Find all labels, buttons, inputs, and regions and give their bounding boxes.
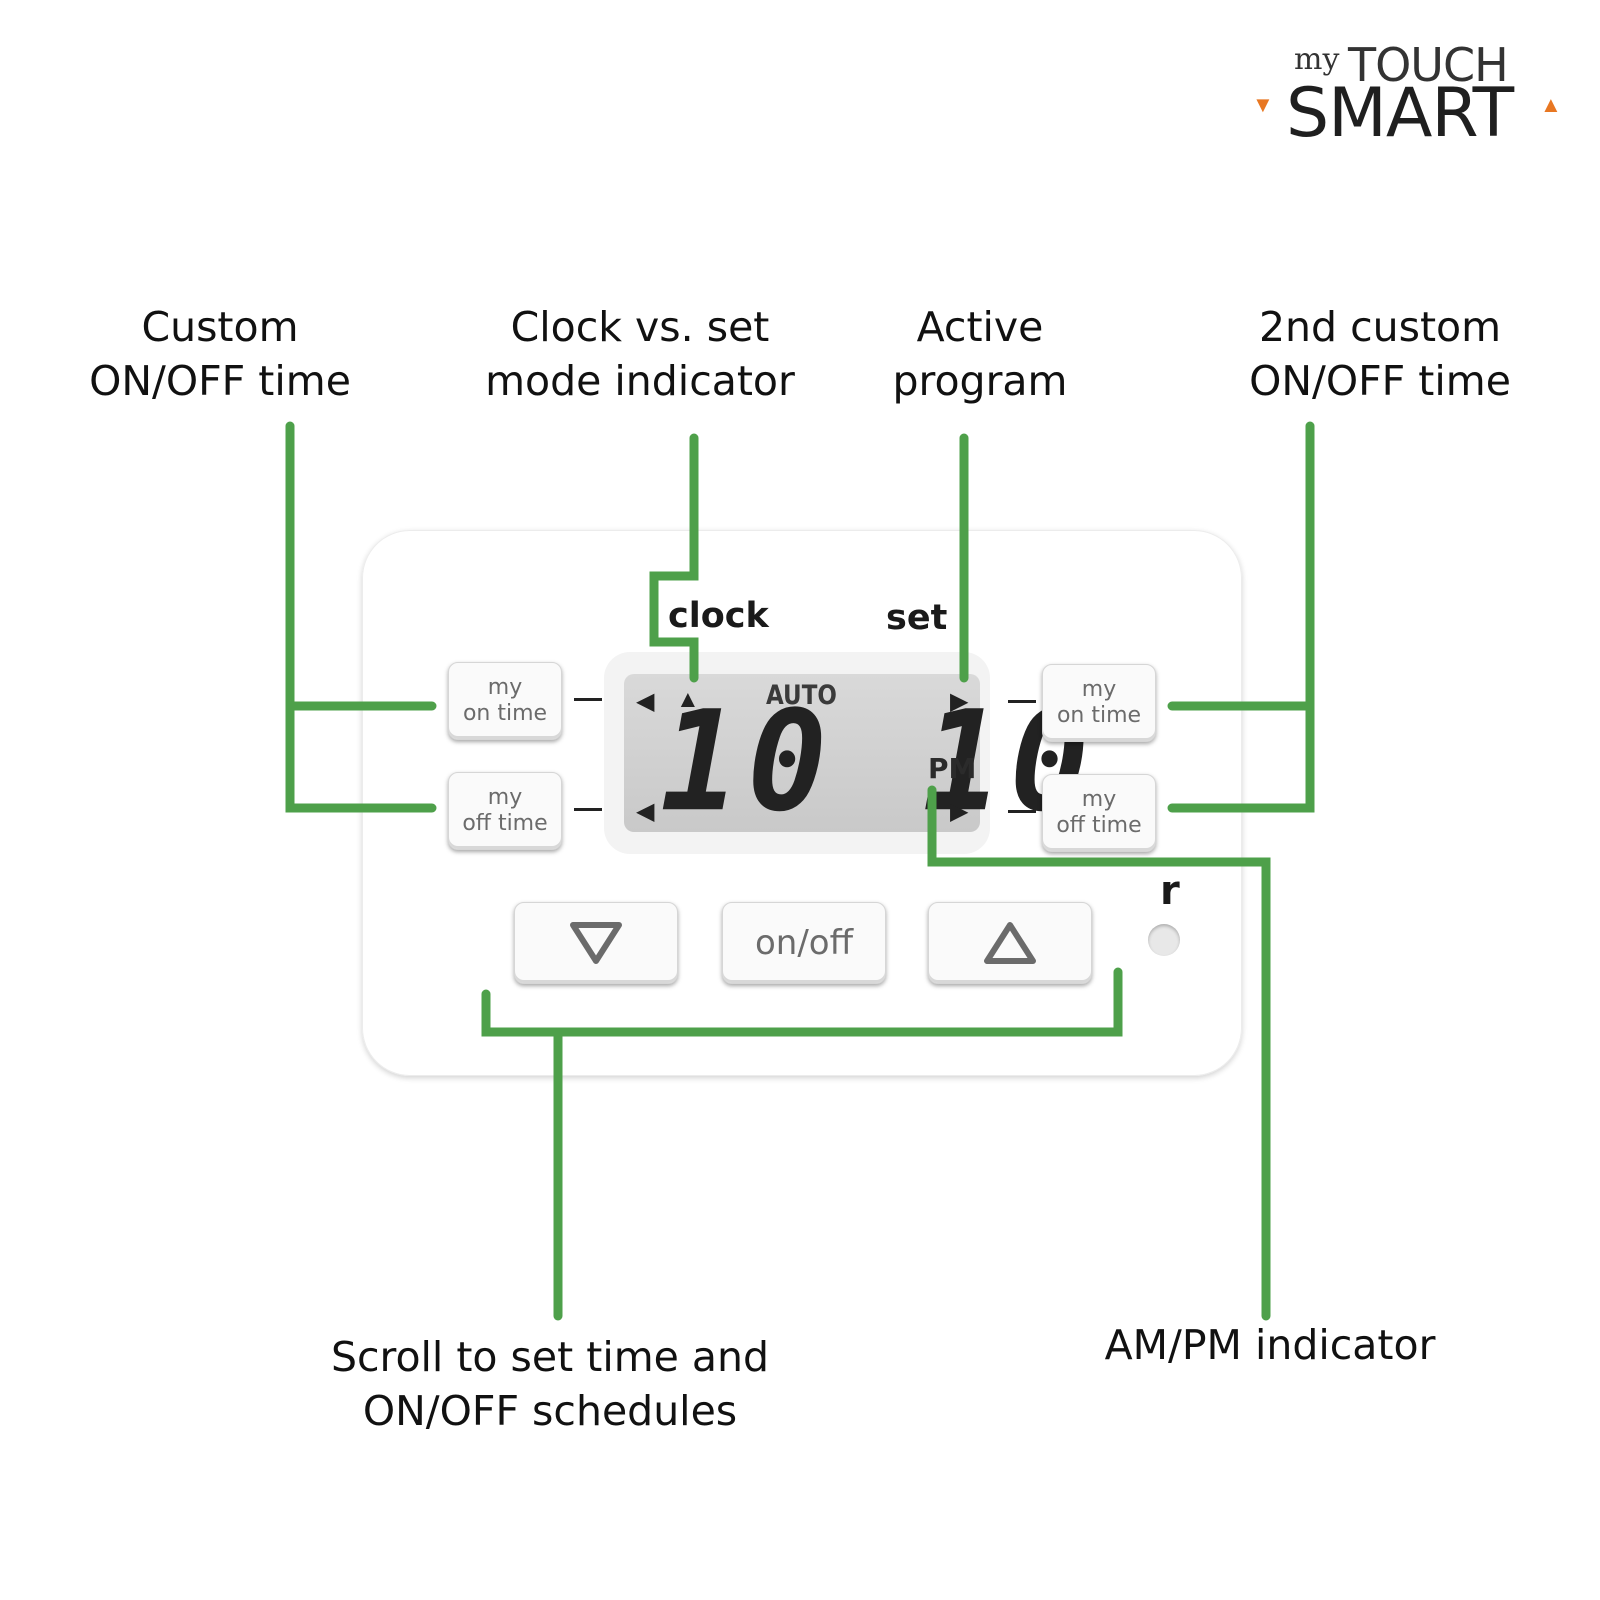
lcd-program-text: AUTO [766, 680, 837, 711]
logo-my-text: my [1294, 42, 1340, 77]
reset-label: r [1160, 868, 1180, 914]
button-label-line: my [487, 675, 523, 700]
lcd-bottom-right-arrow-icon: ▶ [950, 798, 969, 825]
callout-active-program: Active program [892, 303, 1068, 405]
button-label-line: my [1081, 677, 1117, 702]
mode-label-clock: clock [668, 596, 769, 636]
lcd-bottom-left-arrow-icon: ◀ [636, 798, 655, 825]
left-on-dash [574, 698, 602, 701]
on-off-button[interactable]: on/off [722, 902, 886, 984]
leader-ampm [927, 785, 1271, 1321]
mode-label-set: set [886, 598, 948, 638]
down-triangle-icon [570, 922, 622, 964]
right-my-on-time-button[interactable]: my on time [1042, 664, 1156, 742]
on-off-label: on/off [754, 923, 854, 963]
button-label-line: my [487, 785, 523, 810]
left-my-on-time-button[interactable]: my on time [448, 662, 562, 740]
brand-logo: my TOUCH ▼ SMART ▲ [1250, 38, 1570, 153]
logo-down-triangle-icon: ▼ [1252, 92, 1274, 117]
right-my-off-time-button[interactable]: my off time [1042, 774, 1156, 852]
reset-pinhole[interactable] [1148, 924, 1180, 956]
leader-mode-indicator [649, 433, 699, 683]
up-button[interactable] [928, 902, 1092, 984]
button-label-line: off time [1056, 813, 1142, 838]
callout-mode-indicator: Clock vs. set mode indicator [485, 303, 795, 405]
button-label-line: on time [1056, 703, 1142, 728]
left-my-off-time-button[interactable]: my off time [448, 772, 562, 850]
right-off-dash [1008, 810, 1036, 813]
lcd-up-triangle-icon: ▲ [676, 686, 700, 713]
leader-line-group [285, 421, 1315, 1321]
callout-ampm: AM/PM indicator [1104, 1321, 1436, 1369]
leader-second-custom [1167, 701, 1315, 813]
lcd-right-arrow-icon: ▶ [950, 688, 969, 715]
callout-scroll: Scroll to set time and ON/OFF schedules [330, 1333, 770, 1435]
leader-custom-on-off [285, 701, 437, 813]
lcd-left-arrow-icon: ◀ [636, 688, 655, 715]
button-label-line: off time [462, 811, 548, 836]
left-off-dash [574, 808, 602, 811]
leader-scroll [481, 967, 1123, 1037]
up-triangle-icon [984, 922, 1036, 964]
lcd-screen [624, 674, 980, 832]
logo-smart-text: SMART [1286, 74, 1514, 153]
button-label-line: on time [462, 701, 548, 726]
logo-touch-text: TOUCH [1348, 38, 1509, 92]
lcd-meridiem: PM [928, 752, 977, 785]
callout-custom-on-off: Custom ON/OFF time [89, 303, 351, 405]
right-on-dash [1008, 700, 1036, 703]
down-button[interactable] [514, 902, 678, 984]
logo-up-triangle-icon: ▲ [1540, 92, 1562, 117]
button-label-line: my [1081, 787, 1117, 812]
callout-second-custom: 2nd custom ON/OFF time [1249, 303, 1511, 405]
lcd-time-digits: 10 10 [660, 681, 1098, 843]
